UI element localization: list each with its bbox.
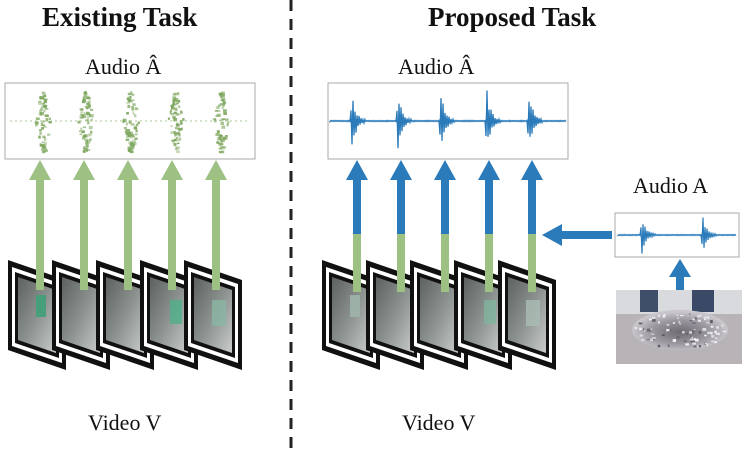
video-frame-icon [52,260,110,370]
bottle-icon [212,300,226,326]
video-frame-icon [410,260,468,370]
proposed-task-title: Proposed Task [428,2,597,32]
right-waveform-icon [327,82,569,160]
right-video-frame-stack-icon [322,260,556,370]
bottle-icon [484,300,496,324]
right-audio-label: Audio Â [398,54,475,79]
left-video-frame-stack-icon [8,260,242,370]
green-arrow [161,160,183,290]
left-video-label: Video V [88,410,162,435]
green-arrow [73,160,95,290]
bottle-icon [36,295,46,317]
video-frame-icon [140,260,198,370]
photo-to-audio-arrow [669,259,691,290]
blue-green-arrow [434,160,456,292]
bottle-icon [170,300,182,324]
green-arrow [29,160,51,290]
left-audio-label: Audio Â [85,54,162,79]
right-video-label: Video V [402,410,476,435]
existing-task-title: Existing Task [42,2,198,32]
broken-glass-photo-icon [616,290,742,364]
bottle-icon [526,300,540,326]
blue-green-arrow [346,160,368,292]
blue-green-arrow [390,160,412,292]
left-spectrogram-icon [4,82,256,160]
green-arrow [117,160,139,290]
video-frame-icon [366,260,424,370]
green-arrow [205,160,227,290]
blue-green-arrow [478,160,500,292]
conditioning-audio-label: Audio A [633,173,709,198]
bottle-icon [350,295,360,317]
blue-green-arrow [521,160,543,292]
conditioning-arrow [542,224,612,246]
video-frame-icon [96,260,154,370]
video-frame-icon [454,260,512,370]
conditioning-waveform-icon [614,212,740,258]
